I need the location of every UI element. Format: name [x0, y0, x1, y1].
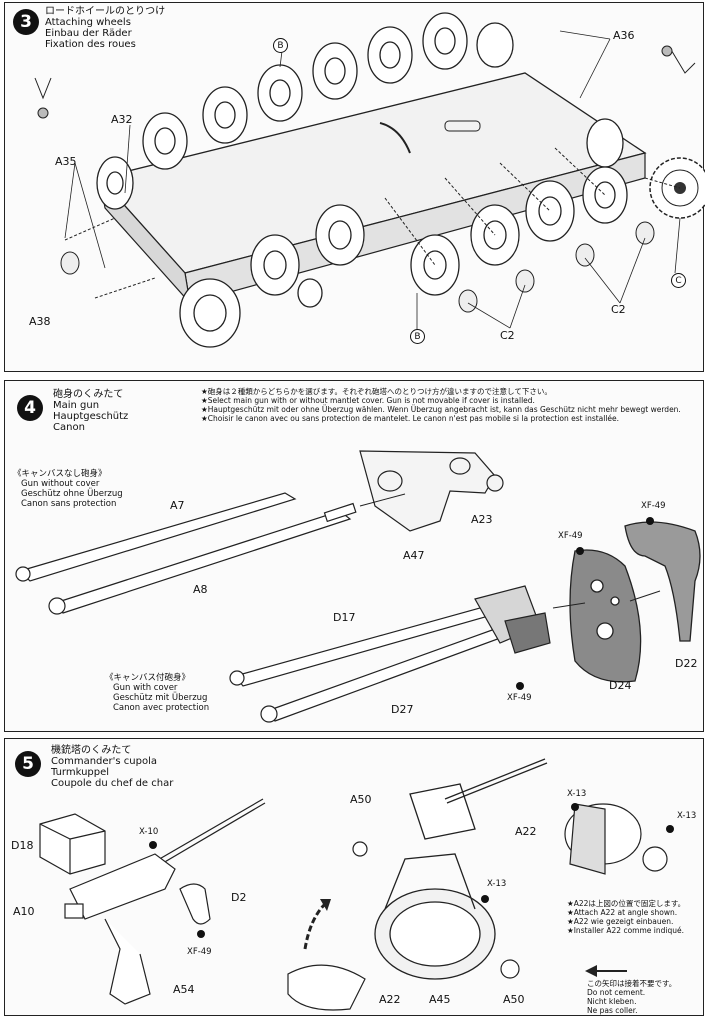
step4-title-fr: Canon	[53, 422, 85, 433]
label-b-top: B	[273, 38, 288, 53]
step4-title: 砲身のくみたて Main gun Hauptgeschütz Canon	[53, 389, 128, 433]
with-de: Geschütz mit Überzug	[113, 693, 208, 703]
gun-without-cover-caption: 《キャンバスなし砲身》 Gun without cover Geschütz o…	[13, 469, 123, 509]
label-a50-top: A50	[350, 793, 372, 806]
label-a35: A35	[55, 155, 77, 168]
note-jp: ★砲身は２種類からどちらかを選びます。それぞれ砲塔へのとりつけ方が違いますので注…	[201, 387, 552, 396]
step5-title-de: Turmkuppel	[51, 767, 110, 778]
step4-title-de: Hauptgeschütz	[53, 411, 129, 422]
label-a8: A8	[193, 583, 208, 596]
label-c2-lower: C2	[500, 329, 515, 342]
step4-title-en: Main gun	[53, 400, 100, 411]
with-fr: Canon avec protection	[113, 703, 210, 713]
a22-note-de: ★A22 wie gezeigt einbauen.	[567, 917, 674, 926]
label-a10: A10	[13, 905, 35, 918]
a22-note-fr: ★Installer A22 comme indiqué.	[567, 926, 684, 935]
label-a23: A23	[471, 513, 493, 526]
step4-title-jp: 砲身のくみたて	[53, 389, 124, 400]
do-not-cement-note: この矢印は接着不要です。 Do not cement. Nicht kleben…	[587, 979, 676, 1015]
step3-title-en: Attaching wheels	[45, 17, 131, 28]
with-en: Gun with cover	[113, 683, 178, 693]
step5-title-jp: 機銃塔のくみたて	[51, 745, 132, 756]
label-d24: D24	[609, 679, 632, 692]
step3-hull-illustration	[34, 12, 705, 348]
with-jp: 《キャンバス付砲身》	[105, 673, 191, 683]
label-xf49-left: XF-49	[558, 531, 583, 541]
label-d2: D2	[231, 891, 247, 904]
step5-title-fr: Coupole du chef de char	[51, 778, 174, 789]
step5-title: 機銃塔のくみたて Commander's cupola Turmkuppel C…	[51, 745, 173, 789]
step4-notes: ★砲身は２種類からどちらかを選びます。それぞれ砲塔へのとりつけ方が違いますので注…	[201, 387, 681, 423]
cement-jp: この矢印は接着不要です。	[587, 979, 677, 988]
label-a22-right: A22	[515, 825, 537, 838]
cement-de: Nicht kleben.	[587, 997, 637, 1006]
label-d27: D27	[391, 703, 414, 716]
label-a50-bottom: A50	[503, 993, 525, 1006]
note-fr: ★Choisir le canon avec ou sans protectio…	[201, 414, 620, 423]
step5-title-en: Commander's cupola	[51, 756, 158, 767]
label-d17: D17	[333, 611, 356, 624]
step3-panel: 3 ロードホイールのとりつけ Attaching wheels Einbau d…	[4, 2, 705, 372]
label-a7: A7	[170, 499, 185, 512]
a22-note-jp: ★A22は上図の位置で固定します。	[567, 899, 686, 908]
label-b-bottom-text: B	[414, 331, 421, 342]
label-x13-center: X-13	[487, 879, 507, 889]
label-a38: A38	[29, 315, 51, 328]
note-en: ★Select main gun with or without mantlet…	[201, 396, 535, 405]
label-x13-right: X-13	[677, 811, 697, 821]
a22-angle-note: ★A22は上図の位置で固定します。 ★Attach A22 at angle s…	[567, 899, 685, 935]
step4-gun-illustration	[15, 450, 701, 723]
label-xf49-bottom: XF-49	[507, 693, 532, 703]
label-a22-bottom: A22	[379, 993, 401, 1006]
without-en: Gun without cover	[21, 479, 100, 489]
cement-fr: Ne pas coller.	[587, 1006, 638, 1015]
label-a45: A45	[429, 993, 451, 1006]
without-jp: 《キャンバスなし砲身》	[13, 469, 107, 479]
cement-en: Do not cement.	[587, 988, 646, 997]
label-x10: X-10	[139, 827, 159, 837]
label-x13-top: X-13	[567, 789, 587, 799]
step3-title-de: Einbau der Räder	[45, 28, 132, 39]
label-a36: A36	[613, 29, 635, 42]
label-xf49: XF-49	[187, 947, 212, 957]
step4-number: 4	[17, 395, 43, 421]
without-fr: Canon sans protection	[21, 499, 117, 509]
label-c: C	[671, 273, 686, 288]
step4-panel: 4 砲身のくみたて Main gun Hauptgeschütz Canon ★…	[4, 380, 704, 732]
step5-number: 5	[15, 751, 41, 777]
step3-title-jp: ロードホイールのとりつけ	[45, 6, 166, 17]
label-xf49-right: XF-49	[641, 501, 666, 511]
gun-with-cover-caption: 《キャンバス付砲身》 Gun with cover Geschütz mit Ü…	[105, 673, 209, 713]
note-de: ★Hauptgeschütz mit oder ohne Überzug wäh…	[201, 405, 681, 414]
label-a32: A32	[111, 113, 133, 126]
label-d22: D22	[675, 657, 698, 670]
step3-title-fr: Fixation des roues	[45, 39, 136, 50]
label-b-bottom: B	[410, 329, 425, 344]
step3-title: ロードホイールのとりつけ Attaching wheels Einbau der…	[45, 6, 165, 50]
without-de: Geschütz ohne Überzug	[21, 489, 123, 499]
label-a54: A54	[173, 983, 195, 996]
label-a47: A47	[403, 549, 425, 562]
step3-number: 3	[13, 9, 39, 35]
step5-panel: 5 機銃塔のくみたて Commander's cupola Turmkuppel…	[4, 738, 704, 1016]
label-d18: D18	[11, 839, 34, 852]
a22-note-en: ★Attach A22 at angle shown.	[567, 908, 678, 917]
step5-cupola-illustration	[39, 758, 674, 1011]
label-c2-right: C2	[611, 303, 626, 316]
